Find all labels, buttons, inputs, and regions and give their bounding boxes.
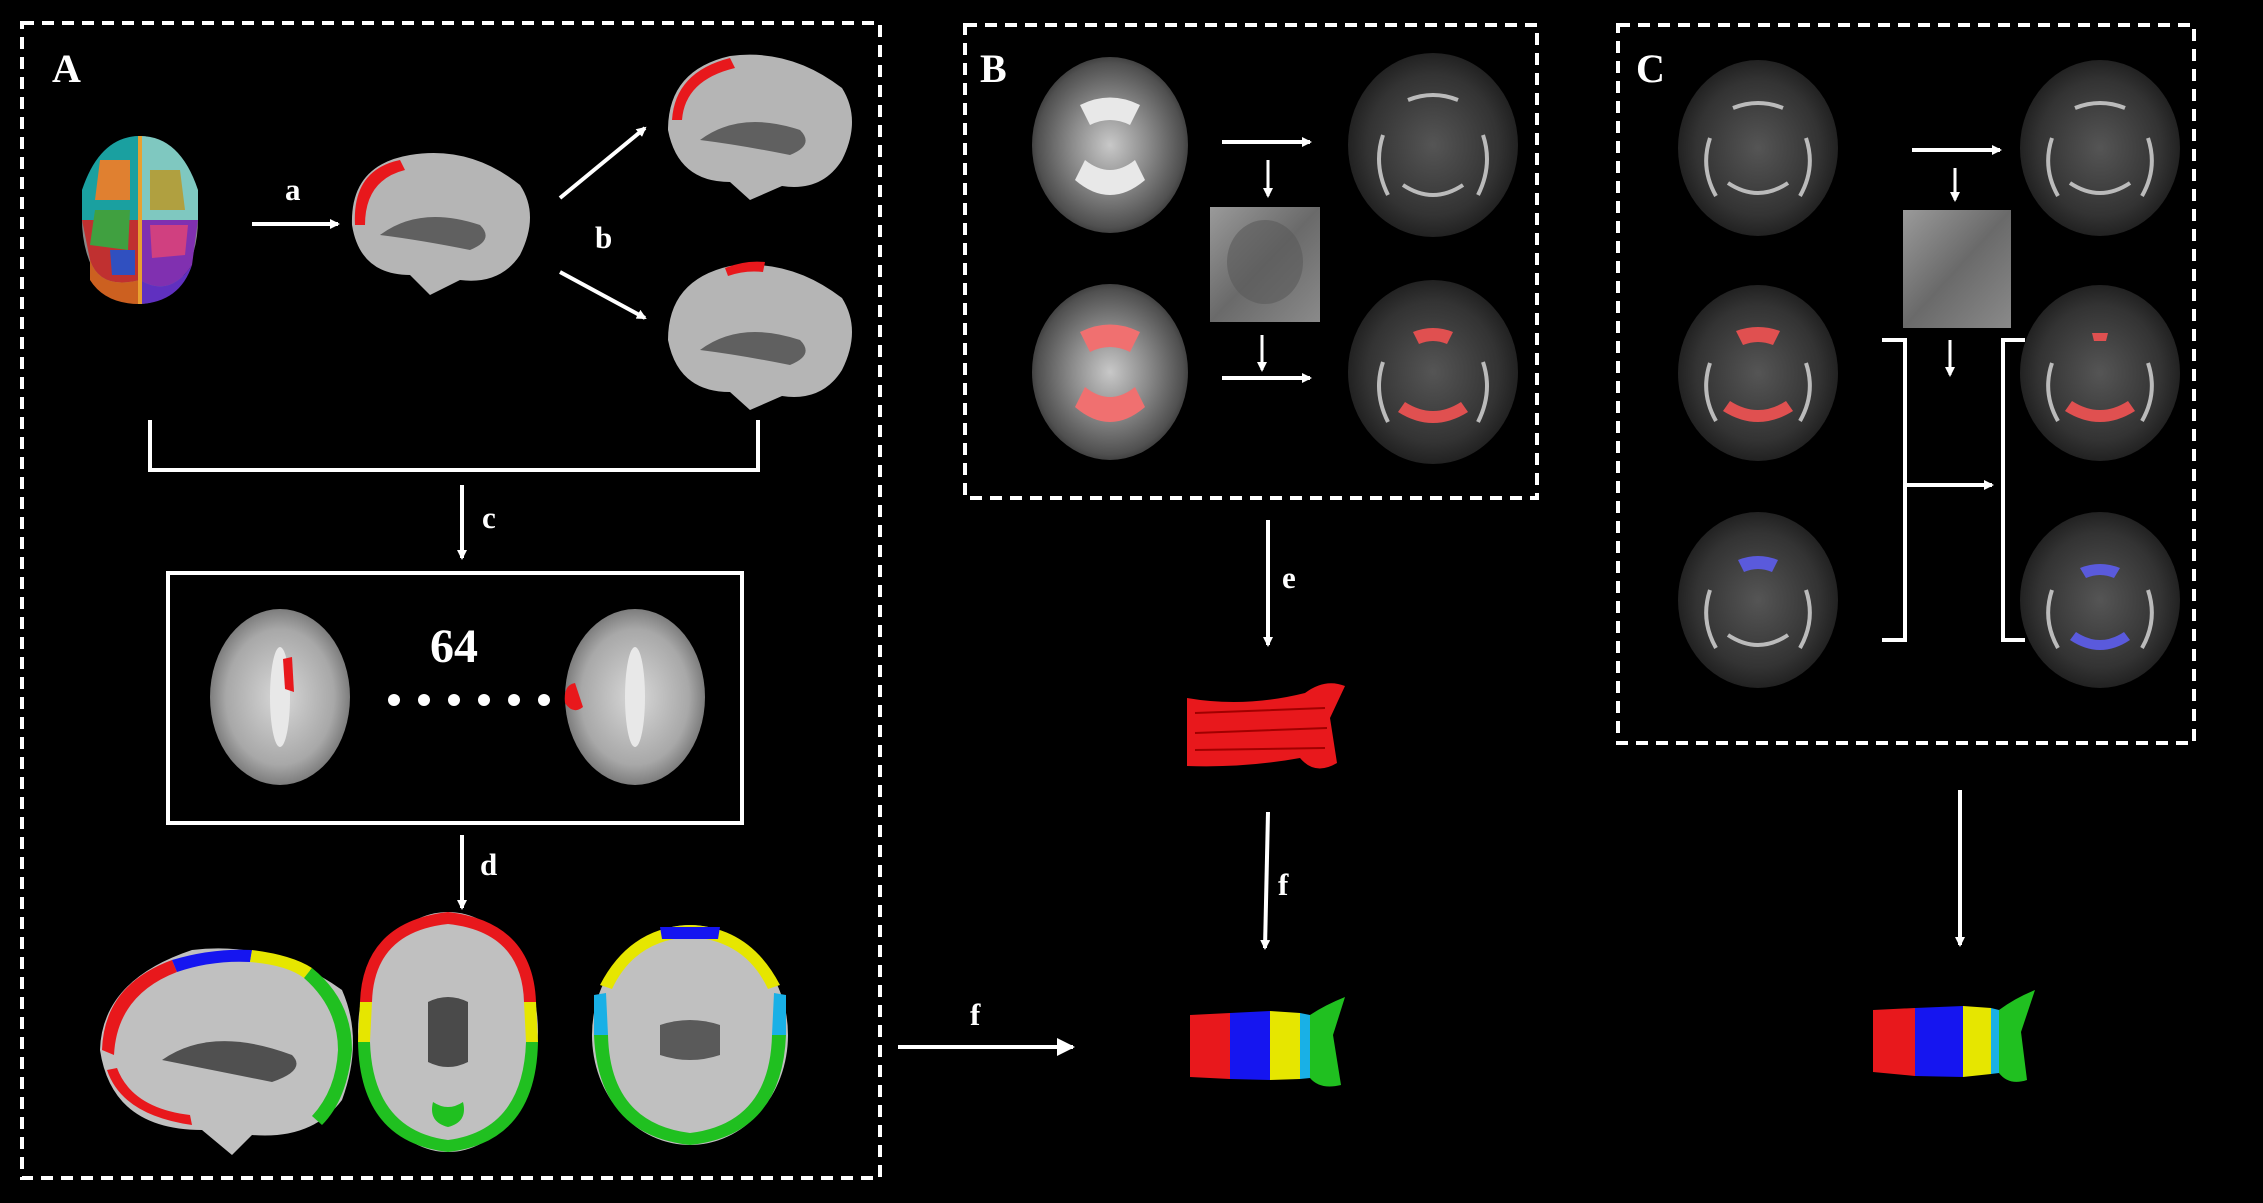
panel-c-label: C <box>1636 46 1665 91</box>
roi-box <box>166 571 744 825</box>
step-e-label: e <box>1282 560 1296 595</box>
arrow-b-up <box>558 126 647 200</box>
step-f-label-vertical: f <box>1278 867 1289 902</box>
callosum-tract-icon <box>1187 683 1345 769</box>
bracket-c-right <box>2001 338 2025 642</box>
brain-parcellation-icon <box>82 136 198 304</box>
step-a-label: a <box>285 172 301 207</box>
panel-b-label: B <box>980 46 1007 91</box>
fa-map-c5-icon <box>2020 285 2180 461</box>
step-b-label: b <box>595 220 612 255</box>
sagittal-parcellation-icon <box>100 948 353 1155</box>
parcellated-callosum-c-icon <box>1873 990 2035 1082</box>
panel-b-border <box>963 23 1539 500</box>
roi-count: 64 <box>430 620 478 673</box>
parcellated-callosum-b-icon <box>1190 997 1345 1087</box>
bracket-a <box>148 420 760 472</box>
coronal-parcellation-icon <box>592 925 788 1145</box>
brain-sagittal-bottom-icon <box>668 261 852 411</box>
step-c-label: c <box>482 500 496 535</box>
arrow-f-vertical <box>1260 811 1271 950</box>
arrow-b-down <box>559 270 647 320</box>
bracket-c-left <box>1882 338 1907 642</box>
step-d-label: d <box>480 847 497 882</box>
fa-map-c6-icon <box>2020 512 2180 688</box>
warp-field-b-blob <box>1227 220 1303 304</box>
fa-template-bottom-icon <box>1032 284 1188 460</box>
panel-a-border <box>20 21 882 1180</box>
brain-sagittal-top-icon <box>668 54 852 201</box>
fa-map-c1-icon <box>1678 60 1838 236</box>
roi-ellipsis <box>388 694 550 706</box>
fa-map-c4-icon <box>2020 60 2180 236</box>
brain-sagittal-icon <box>351 153 530 295</box>
fa-map-bottom-icon <box>1348 280 1518 464</box>
fa-map-top-icon <box>1348 53 1518 237</box>
fa-map-c2-icon <box>1678 285 1838 461</box>
axial-t1-left-icon <box>210 609 350 785</box>
axial-parcellation-icon <box>358 912 538 1152</box>
fa-template-top-icon <box>1032 57 1188 233</box>
panel-a-label: A <box>52 46 81 91</box>
panel-c-border <box>1616 23 2196 745</box>
step-f-label-horizontal: f <box>970 997 981 1032</box>
warp-field-c-icon <box>1903 210 2011 328</box>
fa-map-c3-icon <box>1678 512 1838 688</box>
axial-t1-right-icon <box>564 609 705 785</box>
